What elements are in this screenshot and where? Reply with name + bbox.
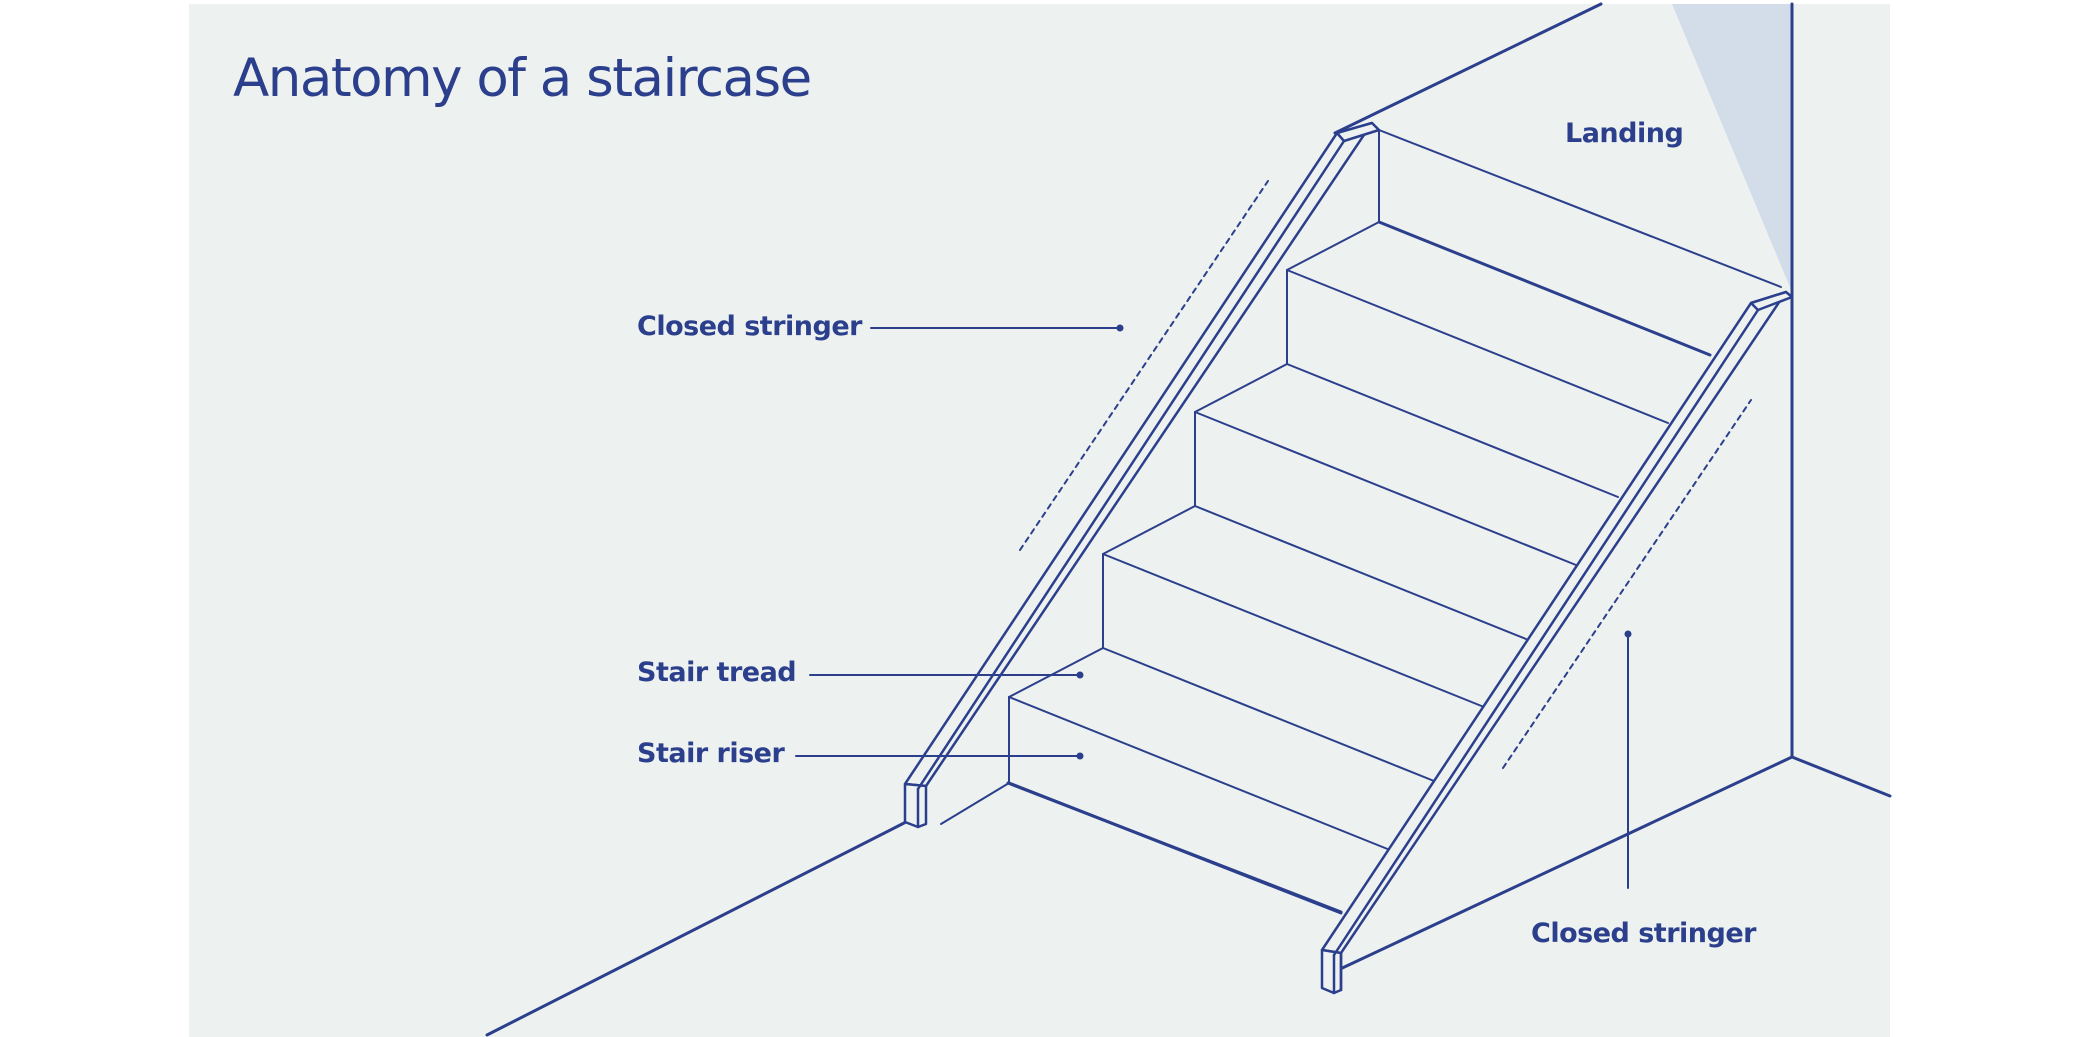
closed-stringer-upper-label: Closed stringer [637,311,862,342]
room-edges [485,2,1892,1037]
stringer-dash-right [1502,399,1752,769]
step-5 [1286,221,1669,498]
landing-label: Landing [1565,118,1684,149]
closed-stringer-left [903,121,1381,829]
step-2 [1008,647,1391,851]
closed-stringer-right [1320,290,1794,995]
stair-steps [940,221,1669,915]
step-3 [1102,505,1485,782]
stair-tread-label: Stair tread [637,657,797,688]
leader-lines [795,324,1632,889]
stair-riser-label: Stair riser [637,738,785,769]
landing [1377,129,1782,357]
light-beam [1672,4,1792,292]
closed-stringer-lower-label: Closed stringer [1531,918,1756,949]
page-title: Anatomy of a staircase [233,48,812,109]
step-4 [1194,363,1577,640]
stringer-dash-left [1019,180,1269,551]
